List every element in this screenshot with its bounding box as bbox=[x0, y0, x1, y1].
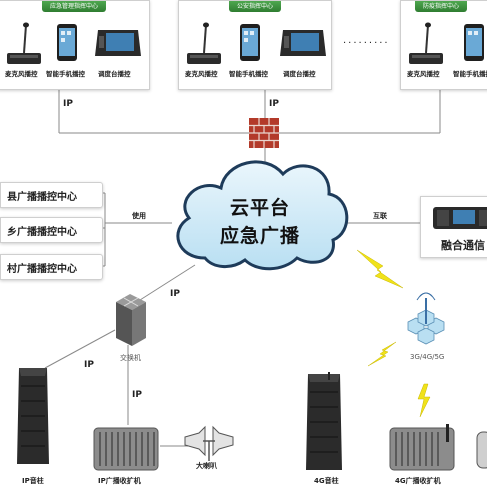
dispatch-console-icon bbox=[280, 30, 326, 56]
fusion-label: 融合通信 bbox=[441, 239, 485, 252]
fusion-communication-box: 融合通信 bbox=[420, 196, 487, 258]
switch-label: 交换机 bbox=[120, 354, 141, 362]
ip-link-label: IP bbox=[170, 289, 180, 299]
horn-label: 大喇叭 bbox=[196, 462, 217, 470]
network-switch-icon bbox=[116, 294, 146, 346]
village-broadcast-center: 村广播播控中心 bbox=[0, 254, 103, 280]
device-label: 麦克风播控 bbox=[5, 70, 38, 78]
lightning-icon bbox=[356, 249, 404, 289]
dispatch-console-icon bbox=[95, 30, 141, 56]
ip-column-speaker-icon bbox=[17, 368, 49, 464]
ip-link-label: IP bbox=[84, 360, 94, 370]
cloud-title-line2: 应急广播 bbox=[219, 225, 300, 247]
fusion-console-icon bbox=[433, 207, 487, 229]
interconnect-link-label: 互联 bbox=[373, 212, 387, 220]
command-center-title: 防疫指挥中心 bbox=[414, 1, 468, 12]
ip-link-label: IP bbox=[132, 390, 142, 400]
4g-column-label: 4G音柱 bbox=[314, 477, 339, 485]
ip-receiver-label: IP广播收扩机 bbox=[98, 477, 141, 485]
device-label: 麦克风播控 bbox=[407, 70, 440, 78]
ip-link-label: IP bbox=[63, 99, 73, 109]
firewall-icon bbox=[249, 118, 279, 148]
ip-link-label: IP bbox=[269, 99, 279, 109]
4g-column-speaker-icon bbox=[306, 372, 342, 470]
device-label: 智能手机播控 bbox=[453, 70, 487, 78]
4g-receiver-amplifier-icon bbox=[389, 424, 455, 471]
smartphone-icon bbox=[57, 24, 77, 61]
cloud-title-line1: 云平台 bbox=[229, 197, 290, 219]
partial-speaker-icon bbox=[476, 431, 487, 469]
ip-receiver-amplifier-icon bbox=[93, 427, 159, 471]
device-label: 调度台播控 bbox=[283, 70, 316, 78]
base-station-label: 3G/4G/5G bbox=[410, 353, 445, 361]
device-label: 智能手机播控 bbox=[46, 70, 85, 78]
cloud-platform-icon bbox=[176, 160, 349, 271]
command-center-title: 公安指挥中心 bbox=[228, 1, 282, 12]
microphone-console-icon bbox=[7, 22, 41, 64]
smartphone-icon bbox=[464, 24, 484, 61]
smartphone-icon bbox=[240, 24, 260, 61]
device-label: 智能手机播控 bbox=[229, 70, 268, 78]
device-label: 调度台播控 bbox=[98, 70, 131, 78]
county-broadcast-center: 县广播播控中心 bbox=[0, 182, 103, 208]
lightning-icon bbox=[367, 341, 397, 367]
horn-speaker-icon bbox=[184, 425, 234, 461]
microphone-console-icon bbox=[187, 22, 221, 64]
lightning-icon bbox=[417, 383, 431, 418]
side-center-label: 村广播播控中心 bbox=[7, 264, 77, 275]
microphone-console-icon bbox=[409, 22, 443, 64]
command-center-emergency: 应急管理指挥中心 麦克风播控 智能手机播控 调度台播控 bbox=[0, 0, 150, 90]
base-station-icon bbox=[407, 292, 445, 345]
side-center-label: 乡广播播控中心 bbox=[7, 227, 77, 238]
command-center-epidemic: 防疫指挥中心 麦克风播控 智能手机播控 bbox=[400, 0, 487, 90]
township-broadcast-center: 乡广播播控中心 bbox=[0, 217, 103, 243]
more-centers-ellipsis: ········· bbox=[343, 38, 390, 49]
command-center-police: 公安指挥中心 麦克风播控 智能手机播控 调度台播控 bbox=[178, 0, 332, 90]
use-link-label: 使用 bbox=[132, 212, 146, 220]
ip-column-label: IP音柱 bbox=[22, 477, 44, 485]
side-center-label: 县广播播控中心 bbox=[7, 192, 77, 203]
device-label: 麦克风播控 bbox=[185, 70, 218, 78]
4g-receiver-label: 4G广播收扩机 bbox=[395, 477, 441, 485]
command-center-title: 应急管理指挥中心 bbox=[41, 1, 107, 12]
